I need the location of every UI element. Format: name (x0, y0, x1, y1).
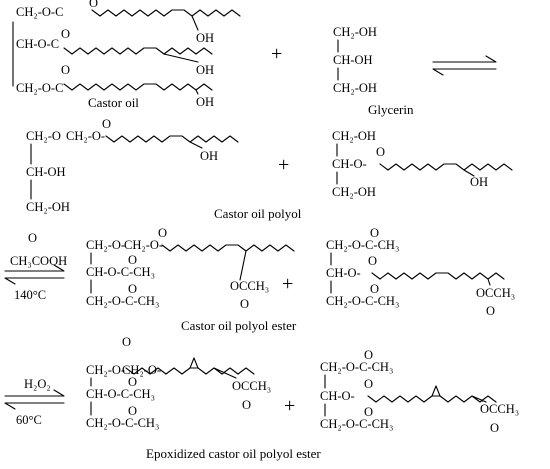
castor-oh-2: OH (196, 63, 214, 77)
polyol-left-oh: OH (200, 149, 218, 163)
acetic-acid-carbonyl-o: O (28, 231, 37, 245)
ester-left-structure: CH₂-O- CH₂-O- O CH-O-C-CH₃ O CH₂-O-C-CH₃… (86, 226, 295, 311)
castor-carbonyl-o-mid: O (61, 27, 70, 41)
ester-left-chain (161, 244, 295, 281)
polyol-left-chain (105, 135, 239, 149)
equilibrium-arrow-3-back (4, 402, 65, 410)
epoxy-right-epoxide-ring (431, 385, 441, 397)
castor-chain-3 (63, 83, 213, 95)
glycerin-structure: CH₂-OH CH-OH CH₂-OH Glycerin (333, 25, 414, 117)
ester-right-ch-oc: CH-O- (326, 266, 361, 280)
castor-ch-ester: CH-O-C (16, 37, 59, 51)
polyol-right-chain (379, 163, 513, 177)
ester-left-ester-o: CH₂-O- (124, 238, 163, 252)
polyol-right-ch-oc: CH-O- (332, 157, 367, 171)
ester-right-ch2-oac-bottom: CH₂-O-C-CH₃ (326, 294, 399, 308)
epoxy-right-acetyl-o-bottom: O (364, 405, 373, 419)
ester-left-ch-oac: CH-O-C-CH₃ (86, 265, 155, 279)
epoxy-right-ch2-oac-top: CH₂-O-C-CH₃ (320, 360, 393, 374)
equilibrium-arrow-1 (432, 55, 497, 76)
acetic-acid-label: CH₃COOH (10, 254, 67, 268)
plus-sign-1: + (271, 43, 282, 65)
ester-right-chain (371, 272, 505, 286)
caption-castor-oil-polyol: Castor oil polyol (214, 206, 302, 221)
ester-left-ococh3: OCCH₃ (230, 279, 269, 293)
equilibrium-arrow-3-forward (4, 389, 65, 397)
castor-chain-2 (63, 47, 213, 63)
castor-chain-1 (91, 9, 241, 31)
ester-left-ch2-oac: CH₂-O-C-CH₃ (86, 294, 159, 308)
equilibrium-arrow-2-back (4, 277, 65, 285)
glycerin-ch2-oh-bottom: CH₂-OH (333, 81, 377, 95)
epoxy-right-ch2-oac-bottom: CH₂-O-C-CH₃ (320, 417, 393, 431)
ester-right-carbonyl-o: O (368, 254, 377, 268)
castor-ch2-ester-bottom: CH₂-O-C (16, 81, 63, 95)
caption-castor-oil: Castor oil (88, 95, 139, 110)
acetic-acid-condition: O CH₃COOH 140°C (4, 231, 67, 302)
epoxy-left-ococh3: OCCH₃ (232, 379, 271, 393)
ester-left-ch2-o: CH₂-O- (86, 238, 125, 252)
temperature-140: 140°C (14, 288, 46, 302)
plus-sign-4: + (284, 395, 295, 417)
temperature-60: 60°C (16, 413, 42, 427)
castor-oil-structure: CH₂-O-C O CH-O-C O CH₂-O-C O OH OH OH Ca… (12, 0, 241, 110)
plus-sign-3: + (282, 273, 293, 295)
h2o2-label: H₂O₂ (24, 377, 51, 391)
castor-carbonyl-o-top: O (89, 0, 98, 10)
ester-right-acetyl-o-top: O (370, 226, 379, 240)
polyol-left-ester-o: CH₂-O- (66, 129, 105, 143)
ester-left-carbonyl-o: O (158, 226, 167, 240)
polyol-left-ch2-o: CH₂-O (26, 129, 61, 143)
ester-right-ococh3: OCCH₃ (476, 286, 515, 300)
ester-left-acetyl-o-2: O (128, 282, 137, 296)
polyol-right-oh: OH (470, 175, 488, 189)
glycerin-ch2-oh-top: CH₂-OH (333, 25, 377, 39)
polyol-left-ch-oh: CH-OH (26, 165, 66, 179)
epoxy-left-epoxide-ring (189, 357, 199, 369)
castor-carbonyl-o-bottom: O (61, 63, 70, 77)
polyol-right-ch2-oh-top: CH₂-OH (332, 129, 376, 143)
castor-ch2-ester-top: CH₂-O-C (16, 5, 63, 19)
castor-oh-3: OH (196, 95, 214, 109)
epoxy-right-chain (367, 395, 497, 403)
castor-oh-1: OH (196, 31, 214, 45)
caption-castor-oil-polyol-ester: Castor oil polyol ester (181, 318, 297, 333)
epoxy-left-carbonyl-o: O (122, 335, 131, 349)
caption-epoxidized-castor-oil-polyol-ester: Epoxidized castor oil polyol ester (146, 446, 321, 461)
epoxy-left-acetyl-o-2: O (128, 404, 137, 418)
ester-left-acetyl-o-1: O (128, 253, 137, 267)
caption-glycerin: Glycerin (368, 102, 414, 117)
epoxy-left-acetyl-o-1: O (128, 375, 137, 389)
epoxy-left-ch2-oac: CH₂-O-C-CH₃ (86, 416, 159, 430)
plus-sign-2: + (278, 154, 289, 176)
ester-right-ococh3-o: O (486, 304, 495, 318)
epoxy-right-ch-oc: CH-O- (320, 389, 355, 403)
epoxy-right-ococh3-o: O (490, 421, 499, 435)
epoxy-right-structure: CH₂-O-C-CH₃ O CH-O- O CH₂-O-C-CH₃ O OCCH… (320, 348, 519, 435)
polyol-left-ch2-oh: CH₂-OH (26, 200, 70, 214)
polyol-left-carbonyl-o: O (102, 117, 111, 131)
glycerin-ch-oh: CH-OH (333, 53, 373, 67)
polyol-right-ch2-oh-bottom: CH₂-OH (332, 185, 376, 199)
ester-right-acetyl-o-bottom: O (370, 282, 379, 296)
equilibrium-arrow-2-forward (4, 264, 65, 272)
epoxy-right-carbonyl-o: O (364, 377, 373, 391)
epoxy-left-ch2-o: CH₂-O- (86, 363, 125, 377)
epoxy-left-structure: CH₂-O- CH₂-O- O CH-O-C-CH₃ O CH₂-O-C-CH₃… (86, 335, 271, 430)
polyol-right-structure: CH₂-OH CH-O- O CH₂-OH OH (332, 129, 513, 199)
epoxy-left-ococh3-o: O (242, 398, 251, 412)
ester-right-ch2-oac-top: CH₂-O-C-CH₃ (326, 238, 399, 252)
ester-right-structure: CH₂-O-C-CH₃ O CH-O- O CH₂-O-C-CH₃ O OCCH… (326, 226, 515, 318)
epoxy-left-ch-oac: CH-O-C-CH₃ (86, 387, 155, 401)
hydrogen-peroxide-condition: H₂O₂ 60°C (4, 377, 65, 427)
epoxy-right-ococh3: OCCH₃ (480, 402, 519, 416)
polyol-right-carbonyl-o: O (376, 145, 385, 159)
ester-left-ococh3-o: O (240, 297, 249, 311)
epoxy-right-acetyl-o-top: O (364, 348, 373, 362)
polyol-left-structure: CH₂-O CH₂-O- O CH-OH CH₂-OH OH (26, 117, 239, 214)
